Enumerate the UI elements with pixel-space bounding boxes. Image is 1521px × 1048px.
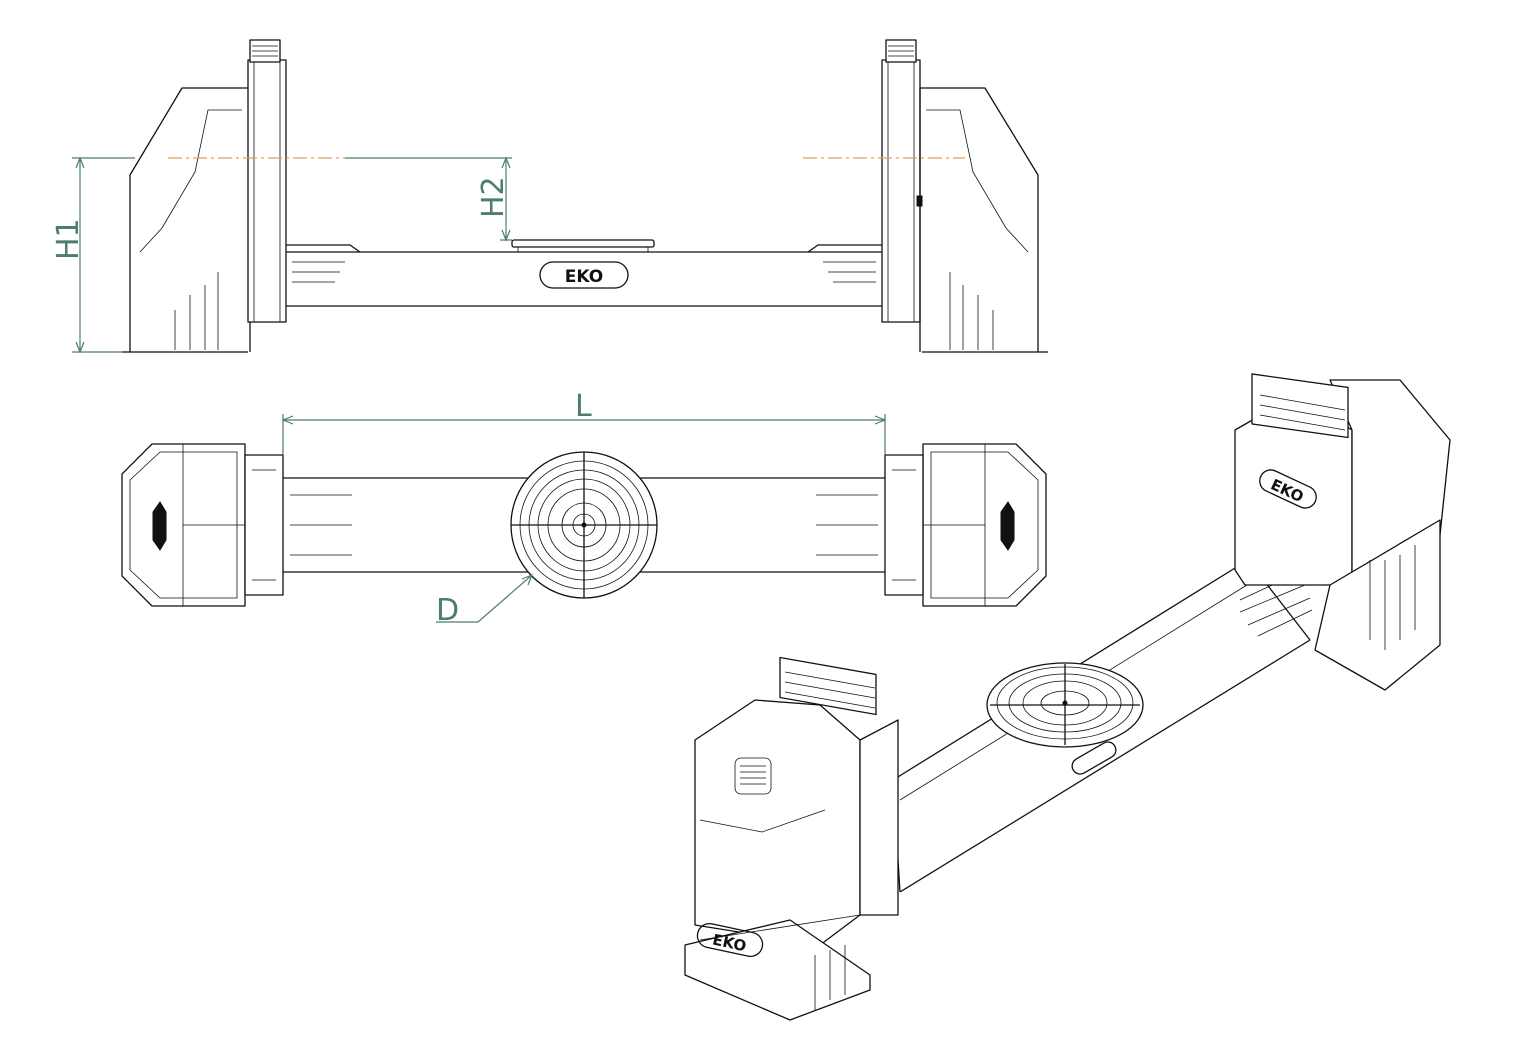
- turntable-plan: [510, 451, 658, 599]
- d-leader-line: [436, 574, 533, 623]
- brand-logo-front: EKO: [565, 267, 603, 287]
- h2-label: H2: [476, 176, 511, 218]
- front-elevation-view: EKO H1 H2: [51, 39, 1048, 354]
- l-label: L: [575, 389, 592, 424]
- isometric-view: EKO EKO: [684, 373, 1451, 1021]
- d-label: D: [436, 593, 459, 628]
- turntable-iso: [986, 662, 1144, 748]
- top-plan-view: L D: [121, 389, 1047, 628]
- h1-label: H1: [51, 218, 86, 260]
